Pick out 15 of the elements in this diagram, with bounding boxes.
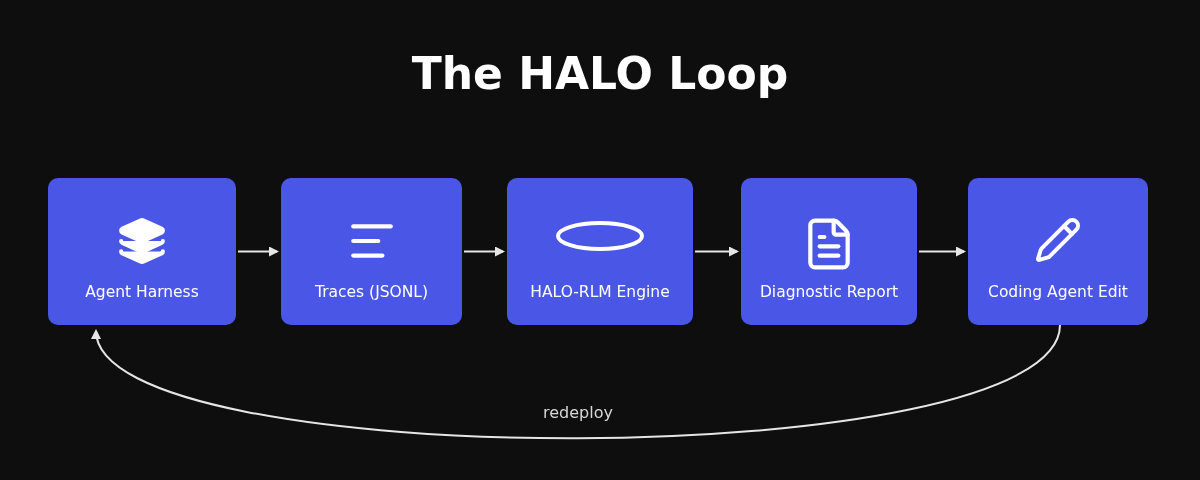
process-box bbox=[968, 178, 1148, 325]
process-box bbox=[741, 178, 917, 325]
process-box bbox=[507, 178, 693, 325]
process-box bbox=[281, 178, 462, 325]
box-label: Coding Agent Edit bbox=[988, 282, 1128, 303]
box-label: Diagnostic Report bbox=[759, 282, 899, 303]
arrow bbox=[463, 246, 505, 257]
arrow bbox=[694, 246, 739, 257]
box-label: HALO-RLM Engine bbox=[530, 282, 670, 303]
arrow bbox=[237, 246, 279, 257]
diagram-title: The HALO Loop bbox=[411, 47, 789, 101]
process-box bbox=[48, 178, 236, 325]
arrow bbox=[918, 246, 966, 257]
box-label: Traces (JSONL) bbox=[314, 282, 429, 303]
box-label: Agent Harness bbox=[85, 282, 199, 303]
